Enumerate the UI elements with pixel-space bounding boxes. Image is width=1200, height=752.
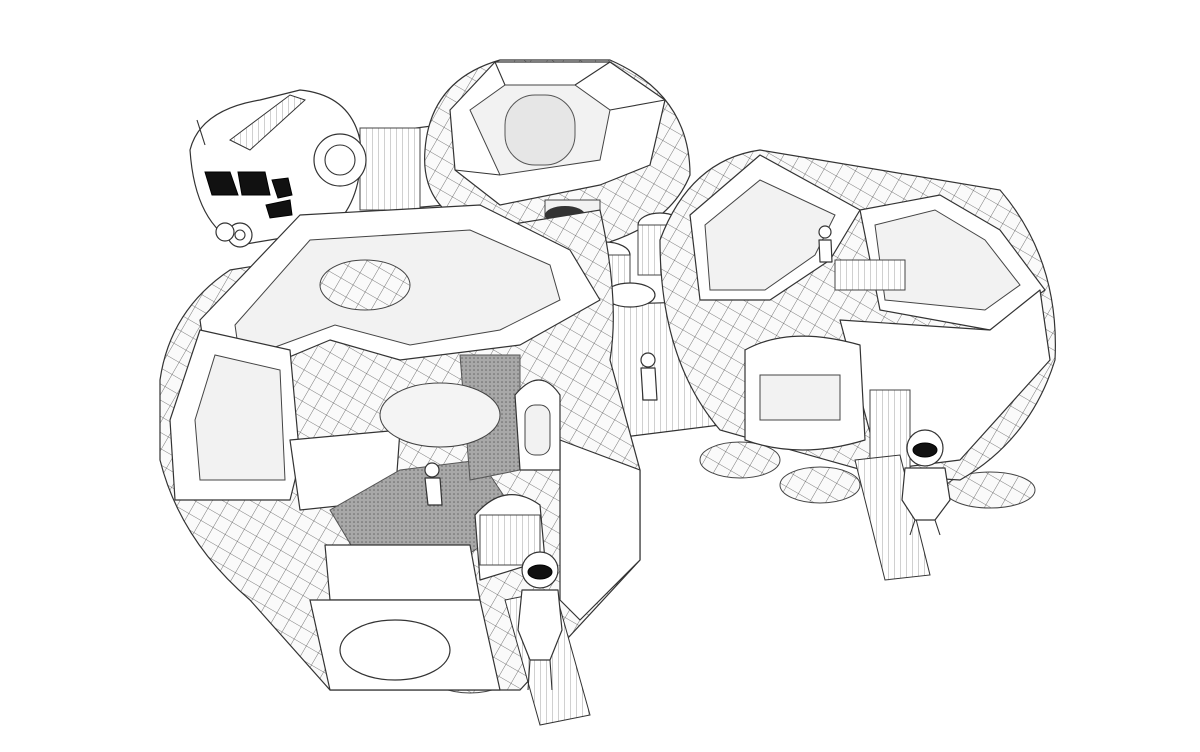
right-dome-module (659, 149, 1056, 481)
left-main-module (159, 204, 641, 691)
astronaut-figure (517, 551, 563, 691)
top-dome-module (424, 59, 691, 246)
astronaut-figure (901, 429, 951, 536)
rover-vehicle (189, 89, 367, 248)
connector-tube (319, 124, 446, 216)
crew-figure (424, 225, 833, 506)
